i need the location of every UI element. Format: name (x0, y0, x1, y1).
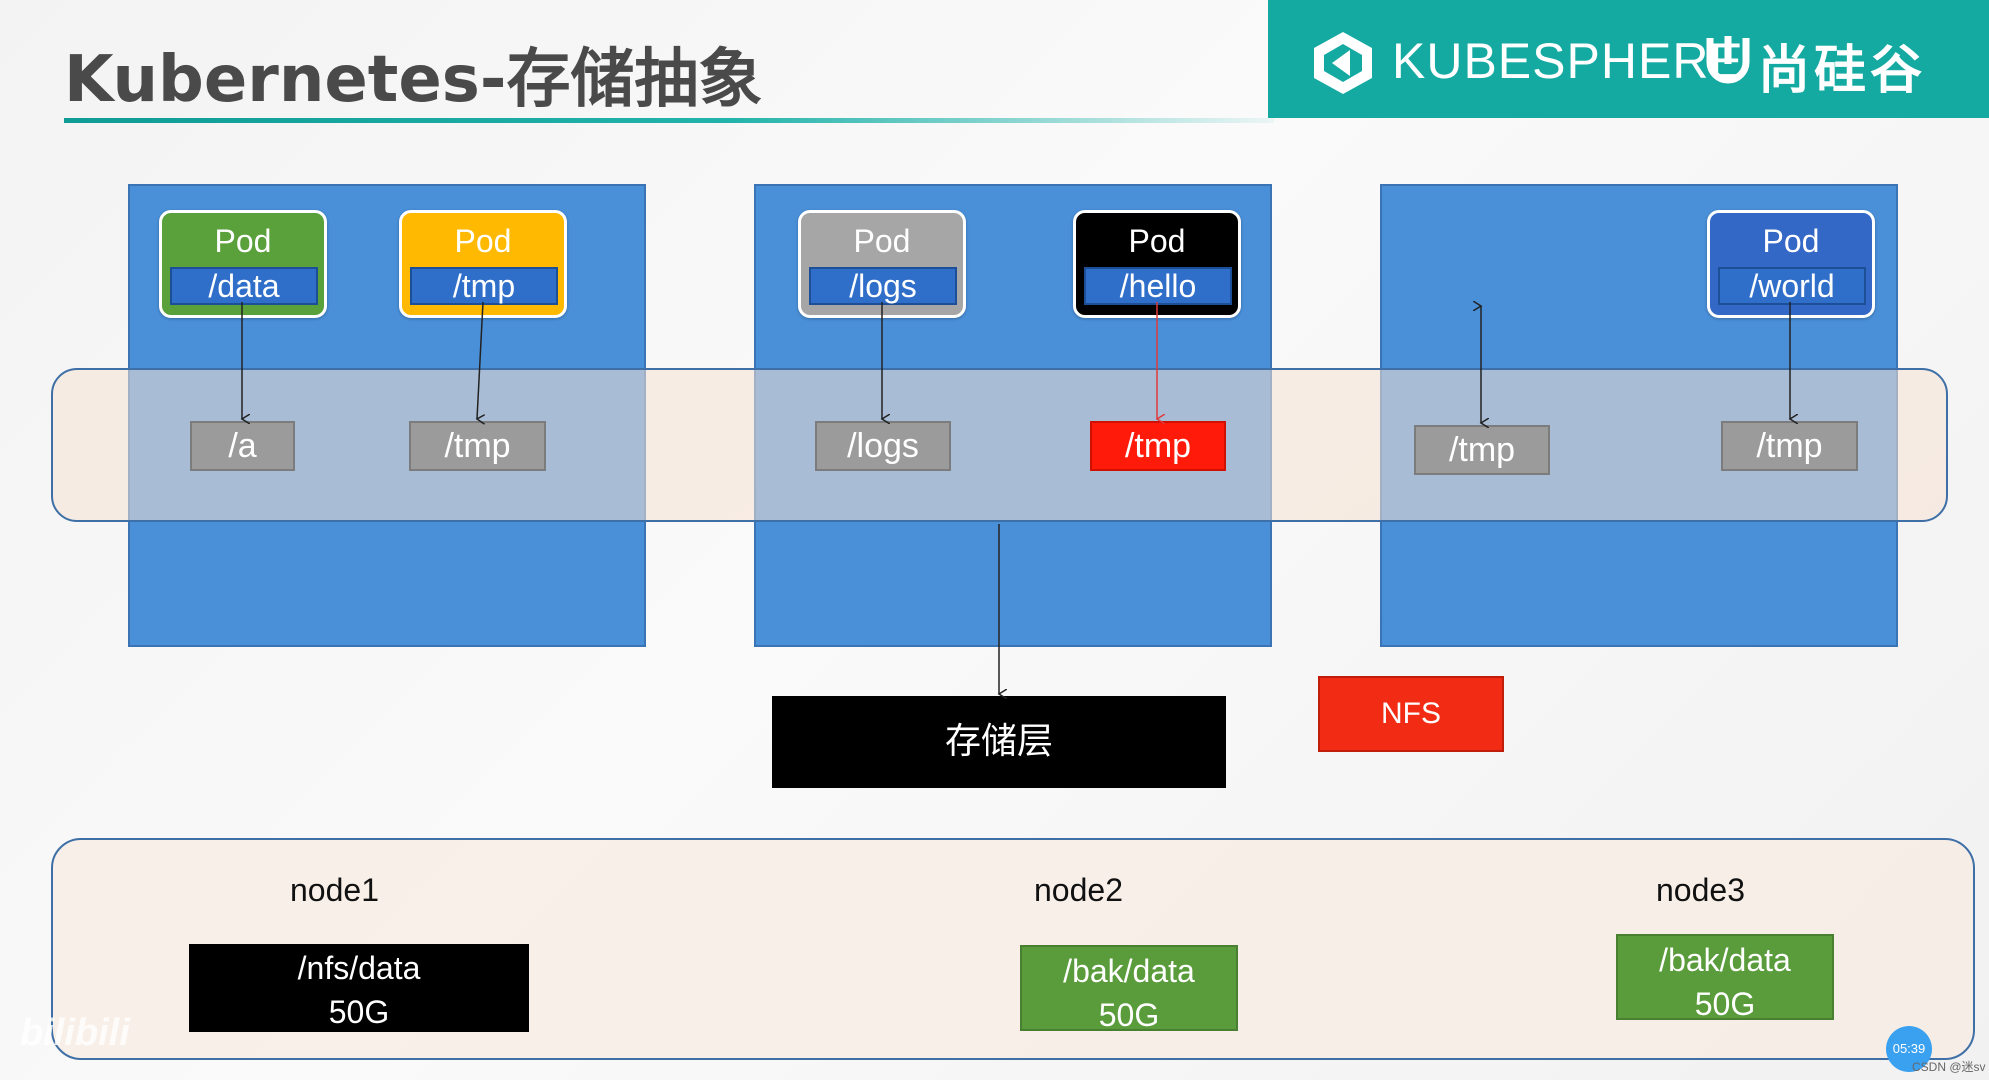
nfs-box: NFS (1318, 676, 1504, 752)
disk-size: 50G (328, 994, 390, 1030)
pod-logs: Pod /logs (798, 210, 966, 318)
pod-label: Pod (853, 223, 911, 259)
disk-path: /nfs/data (297, 950, 421, 986)
csdn-credit: CSDN @迷sv (1912, 1060, 1986, 1074)
volume-tmp-4: /tmp (1721, 421, 1858, 471)
node1-label: node1 (290, 872, 379, 908)
volume-tmp-1: /tmp (409, 421, 546, 471)
pod-data: Pod /data (159, 210, 327, 318)
node3-disk: /bak/data 50G (1616, 934, 1834, 1022)
arrow-tmp-to-tmp (477, 301, 483, 419)
disk-path: /bak/data (1063, 953, 1195, 989)
disk-size: 50G (1694, 986, 1756, 1022)
volume-logs: /logs (815, 421, 951, 471)
node1-disk: /nfs/data 50G (189, 944, 529, 1032)
storage-layer: 存储层 (772, 696, 1226, 788)
pod-world: Pod /world (1707, 210, 1875, 318)
brand-partner: 尚硅谷 (1758, 41, 1927, 101)
kubesphere-logo-icon (1314, 32, 1372, 94)
brand-banner: KUBESPHERE 尚硅谷 (1268, 0, 1989, 118)
slide-title: Kubernetes-存储抽象 (64, 43, 763, 117)
pod-mount-path: /hello (1084, 267, 1232, 305)
pod-mount-path: /data (170, 267, 318, 305)
pod-mount-path: /logs (809, 267, 957, 305)
atguigu-logo-icon (1706, 36, 1750, 84)
pod-hello: Pod /hello (1073, 210, 1241, 318)
video-timer: 05:39 (1886, 1026, 1932, 1072)
disk-path: /bak/data (1659, 942, 1791, 978)
disk-size: 50G (1098, 997, 1160, 1033)
volume-band (51, 368, 1948, 522)
pod-mount-path: /tmp (410, 267, 558, 305)
node2-disk: /bak/data 50G (1020, 945, 1238, 1033)
node3-label: node3 (1656, 872, 1745, 908)
title-underline (64, 118, 1274, 123)
pod-label: Pod (1762, 223, 1820, 259)
pod-label: Pod (1128, 223, 1186, 259)
pod-label: Pod (214, 223, 272, 259)
brand-name: KUBESPHERE (1392, 33, 1744, 89)
pod-tmp: Pod /tmp (399, 210, 567, 318)
node2-label: node2 (1034, 872, 1123, 908)
video-watermark: bilibili (20, 1012, 130, 1054)
pod-label: Pod (454, 223, 512, 259)
pod-mount-path: /world (1718, 267, 1866, 305)
